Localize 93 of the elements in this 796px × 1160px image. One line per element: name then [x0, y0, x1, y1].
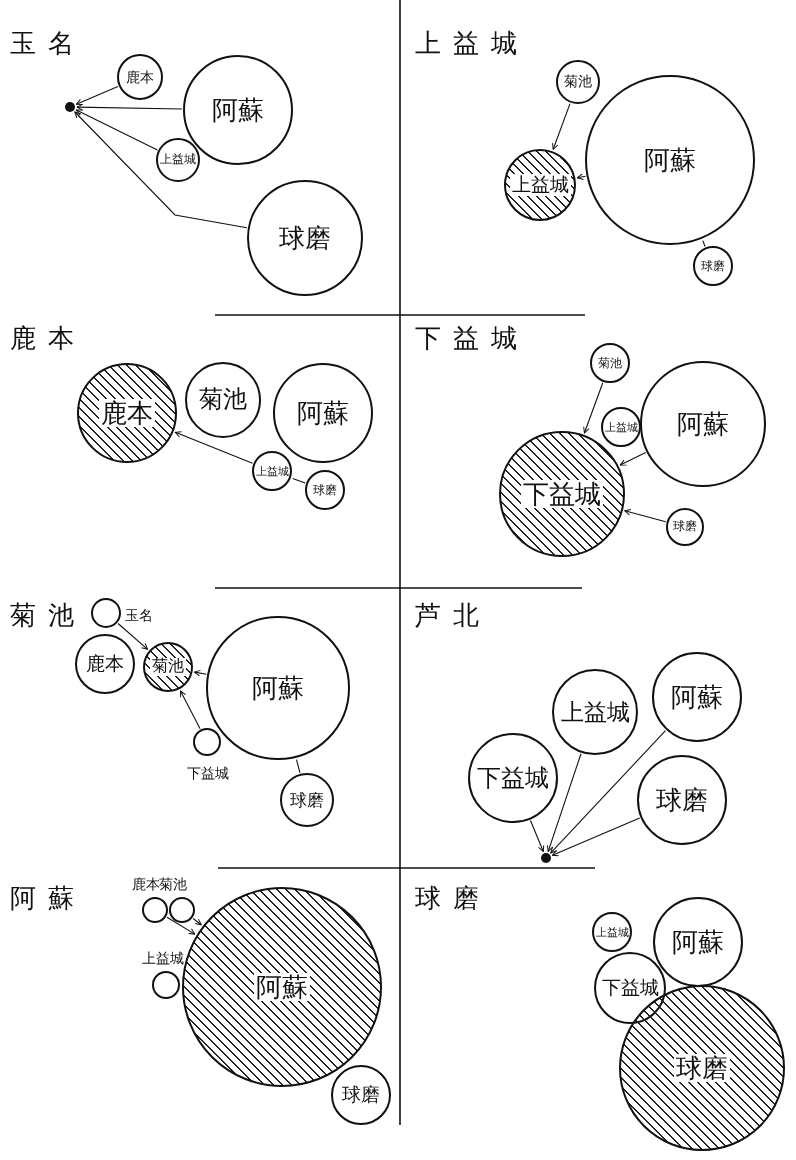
arrow [552, 103, 571, 150]
district-name: 鹿本 [99, 399, 155, 427]
district-name: 阿蘇 [254, 973, 310, 1001]
panel-title: 上益城 [415, 30, 529, 56]
district-name: 阿蘇 [677, 411, 729, 437]
district-name: 球磨 [290, 791, 324, 809]
district-name: 菊池 [598, 356, 622, 370]
connector-line [292, 477, 306, 484]
arrow [179, 690, 201, 730]
district-name: 阿蘇 [252, 675, 304, 701]
arrow [551, 817, 641, 857]
district-circle [693, 246, 733, 286]
district-circle [552, 669, 638, 755]
district-circle [156, 138, 200, 182]
district-name: 菊池 [159, 877, 187, 891]
district-name: 鹿本 [132, 877, 160, 891]
district-circle [247, 180, 363, 296]
dot [541, 853, 551, 863]
arrow [117, 622, 149, 650]
connector-line [295, 759, 301, 774]
arrow [75, 109, 158, 151]
panel-title: 下益城 [415, 325, 529, 351]
arrow [619, 451, 647, 466]
district-circle [594, 952, 666, 1024]
dot [65, 102, 75, 112]
district-name: 球磨 [279, 225, 331, 251]
district-circle [556, 60, 600, 104]
district-name: 上益城 [160, 154, 196, 166]
arrow [576, 173, 587, 180]
district-circle [601, 407, 641, 447]
arrow [193, 669, 207, 677]
arrow [624, 509, 667, 523]
district-name: 玉名 [125, 608, 153, 622]
district-name: 球磨 [701, 259, 725, 273]
district-circle [273, 363, 373, 463]
arrow [583, 382, 604, 434]
district-circle [183, 55, 293, 165]
district-name: 菊池 [150, 658, 186, 676]
district-circle [75, 634, 135, 694]
district-name: 球磨 [342, 1085, 380, 1105]
connector-line [702, 240, 706, 248]
district-circle [331, 1065, 391, 1125]
district-circle [592, 912, 632, 952]
district-name: 菊池 [564, 75, 592, 89]
district-name: 球磨 [673, 521, 697, 533]
district-name: 上益城 [142, 951, 184, 965]
district-circle [637, 755, 727, 845]
arrow [192, 917, 202, 926]
district-circle [117, 54, 163, 100]
district-name: 阿蘇 [671, 684, 723, 710]
panel-title: 鹿本 [10, 325, 86, 351]
arrow [529, 819, 545, 853]
district-circle [252, 451, 292, 491]
district-name: 上益城 [509, 174, 571, 196]
district-name: 下益城 [477, 766, 549, 790]
district-name: 阿蘇 [672, 929, 724, 955]
district-name: 球磨 [674, 1054, 730, 1082]
district-name: 球磨 [313, 483, 337, 497]
district-circle [590, 343, 630, 383]
panel-title: 菊池 [10, 602, 86, 628]
district-circle [206, 616, 350, 760]
district-name: 阿蘇 [297, 400, 349, 426]
hatched-circle [143, 642, 193, 692]
district-name: 下益城 [601, 978, 659, 998]
district-circle [468, 733, 558, 823]
district-name: 上益城 [560, 700, 630, 724]
arrow [74, 111, 248, 229]
arrow [174, 431, 254, 464]
arrow [75, 85, 119, 106]
district-circle [185, 362, 261, 438]
panel-title: 芦北 [415, 602, 491, 628]
arrow [550, 730, 667, 854]
district-name: 阿蘇 [212, 97, 264, 123]
district-name: 球磨 [656, 787, 708, 813]
district-name: 下益城 [187, 766, 229, 780]
district-name: 上益城 [255, 465, 289, 477]
district-name: 上益城 [595, 926, 629, 938]
district-name: 鹿本 [86, 654, 124, 674]
district-name: 菊池 [199, 388, 247, 412]
district-circle [280, 773, 334, 827]
district-name: 上益城 [604, 421, 638, 433]
district-name: 鹿本 [126, 69, 154, 85]
district-circle [666, 508, 704, 546]
district-circle [640, 361, 766, 487]
panel-title: 球磨 [415, 885, 491, 911]
district-circle [652, 652, 742, 742]
district-name: 下益城 [521, 480, 603, 508]
district-name: 阿蘇 [644, 147, 696, 173]
district-circle [305, 470, 345, 510]
arrow [166, 916, 196, 935]
panel-title: 玉名 [10, 30, 86, 56]
panel-title: 阿蘇 [10, 885, 86, 911]
arrow [546, 753, 582, 852]
